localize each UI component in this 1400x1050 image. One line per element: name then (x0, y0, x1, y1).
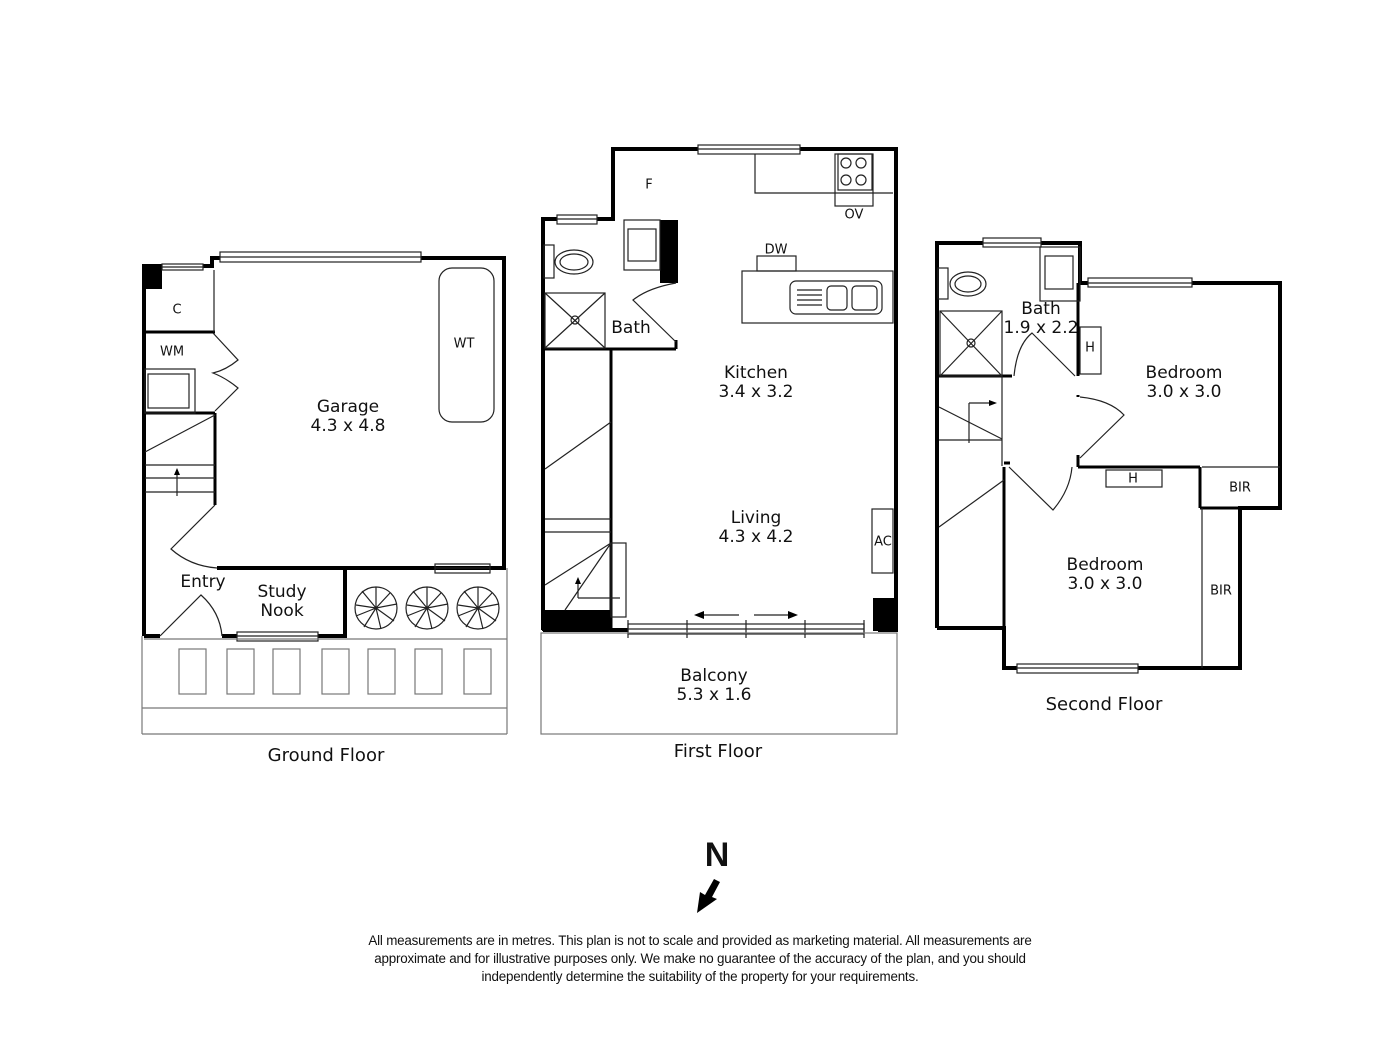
room-label-garage: Garage 4.3 x 4.8 (310, 397, 386, 436)
floor-title-ground: Ground Floor (267, 745, 385, 766)
plant-icon (354, 586, 398, 630)
room-label-entry: Entry (180, 572, 226, 592)
heater-label: H (1085, 340, 1095, 356)
first-floor-plan (540, 144, 898, 735)
oven-label: OV (844, 207, 864, 223)
room-label-kitchen: Kitchen 3.4 x 3.2 (718, 363, 794, 402)
washing-machine-label: WM (159, 344, 185, 360)
ground-floor-plan (141, 251, 508, 735)
closet-label: C (172, 302, 182, 318)
disclaimer: All measurements are in metres. This pla… (368, 933, 1032, 984)
room-label-study-nook: Study Nook (257, 582, 307, 621)
heater-label: H (1128, 471, 1138, 487)
fridge-label: F (645, 177, 653, 193)
built-in-robe-label: BIR (1210, 583, 1232, 599)
air-conditioner-label: AC (874, 534, 892, 550)
room-label-bedroom-1: Bedroom 3.0 x 3.0 (1145, 363, 1223, 402)
room-label-bedroom-2: Bedroom 3.0 x 3.0 (1066, 555, 1144, 594)
plant-icon (456, 586, 500, 630)
floor-title-second: Second Floor (1045, 694, 1163, 715)
dishwasher-label: DW (764, 242, 788, 258)
water-tank-label: WT (453, 336, 475, 352)
room-label-balcony: Balcony 5.3 x 1.6 (676, 666, 752, 705)
built-in-robe-label: BIR (1229, 480, 1251, 496)
north-arrow-icon (697, 879, 720, 913)
floor-title-first: First Floor (673, 741, 763, 762)
room-label-bath-second: Bath 1.9 x 2.2 (1003, 299, 1079, 338)
north-label: N (704, 836, 730, 874)
room-label-living: Living 4.3 x 4.2 (718, 508, 794, 547)
second-floor-plan (935, 237, 1282, 674)
room-label-bath-first: Bath (611, 318, 651, 338)
plant-icon (405, 586, 449, 630)
